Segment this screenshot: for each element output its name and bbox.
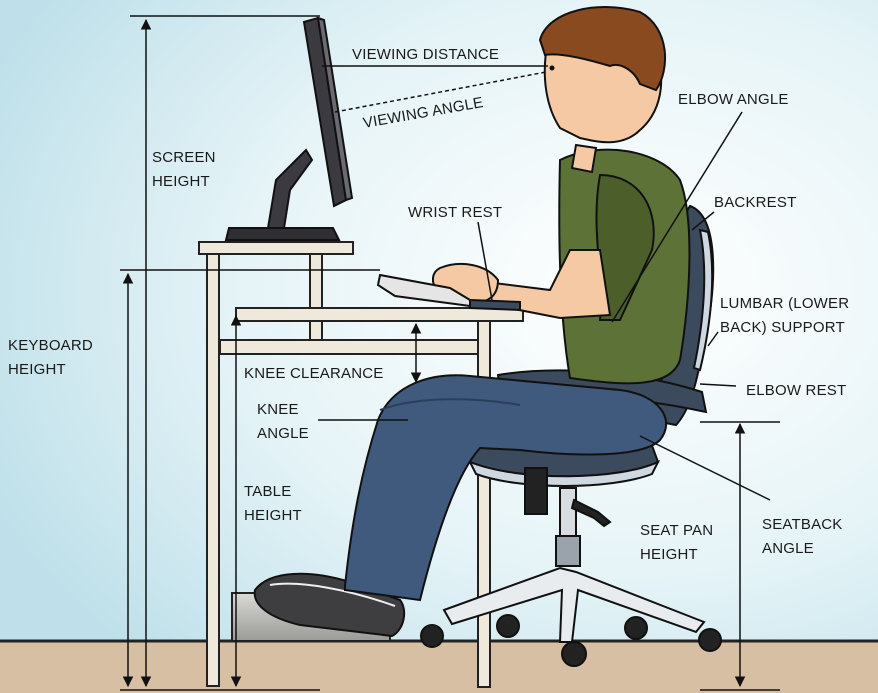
label-viewing-distance: VIEWING DISTANCE: [352, 46, 499, 63]
label-elbow-angle: ELBOW ANGLE: [678, 91, 789, 108]
label-knee-angle-2: ANGLE: [257, 425, 309, 442]
label-seatback-angle-2: ANGLE: [762, 540, 814, 557]
label-knee-angle-1: KNEE: [257, 401, 299, 418]
label-screen-height-2: HEIGHT: [152, 173, 210, 190]
label-screen-height-1: SCREEN: [152, 149, 216, 166]
label-lumbar-2: BACK) SUPPORT: [720, 319, 845, 336]
label-wrist-rest: WRIST REST: [408, 204, 502, 221]
label-lumbar-1: LUMBAR (LOWER: [720, 295, 849, 312]
floor: [0, 640, 878, 693]
label-table-height-2: HEIGHT: [244, 507, 302, 524]
label-table-height-1: TABLE: [244, 483, 291, 500]
label-backrest: BACKREST: [714, 194, 796, 211]
label-seatback-angle-1: SEATBACK: [762, 516, 843, 533]
label-knee-clearance: KNEE CLEARANCE: [244, 365, 384, 382]
label-keyboard-height-1: KEYBOARD: [8, 337, 93, 354]
label-keyboard-height-2: HEIGHT: [8, 361, 66, 378]
label-elbow-rest: ELBOW REST: [746, 382, 846, 399]
label-seat-pan-height-1: SEAT PAN: [640, 522, 713, 539]
label-seat-pan-height-2: HEIGHT: [640, 546, 698, 563]
